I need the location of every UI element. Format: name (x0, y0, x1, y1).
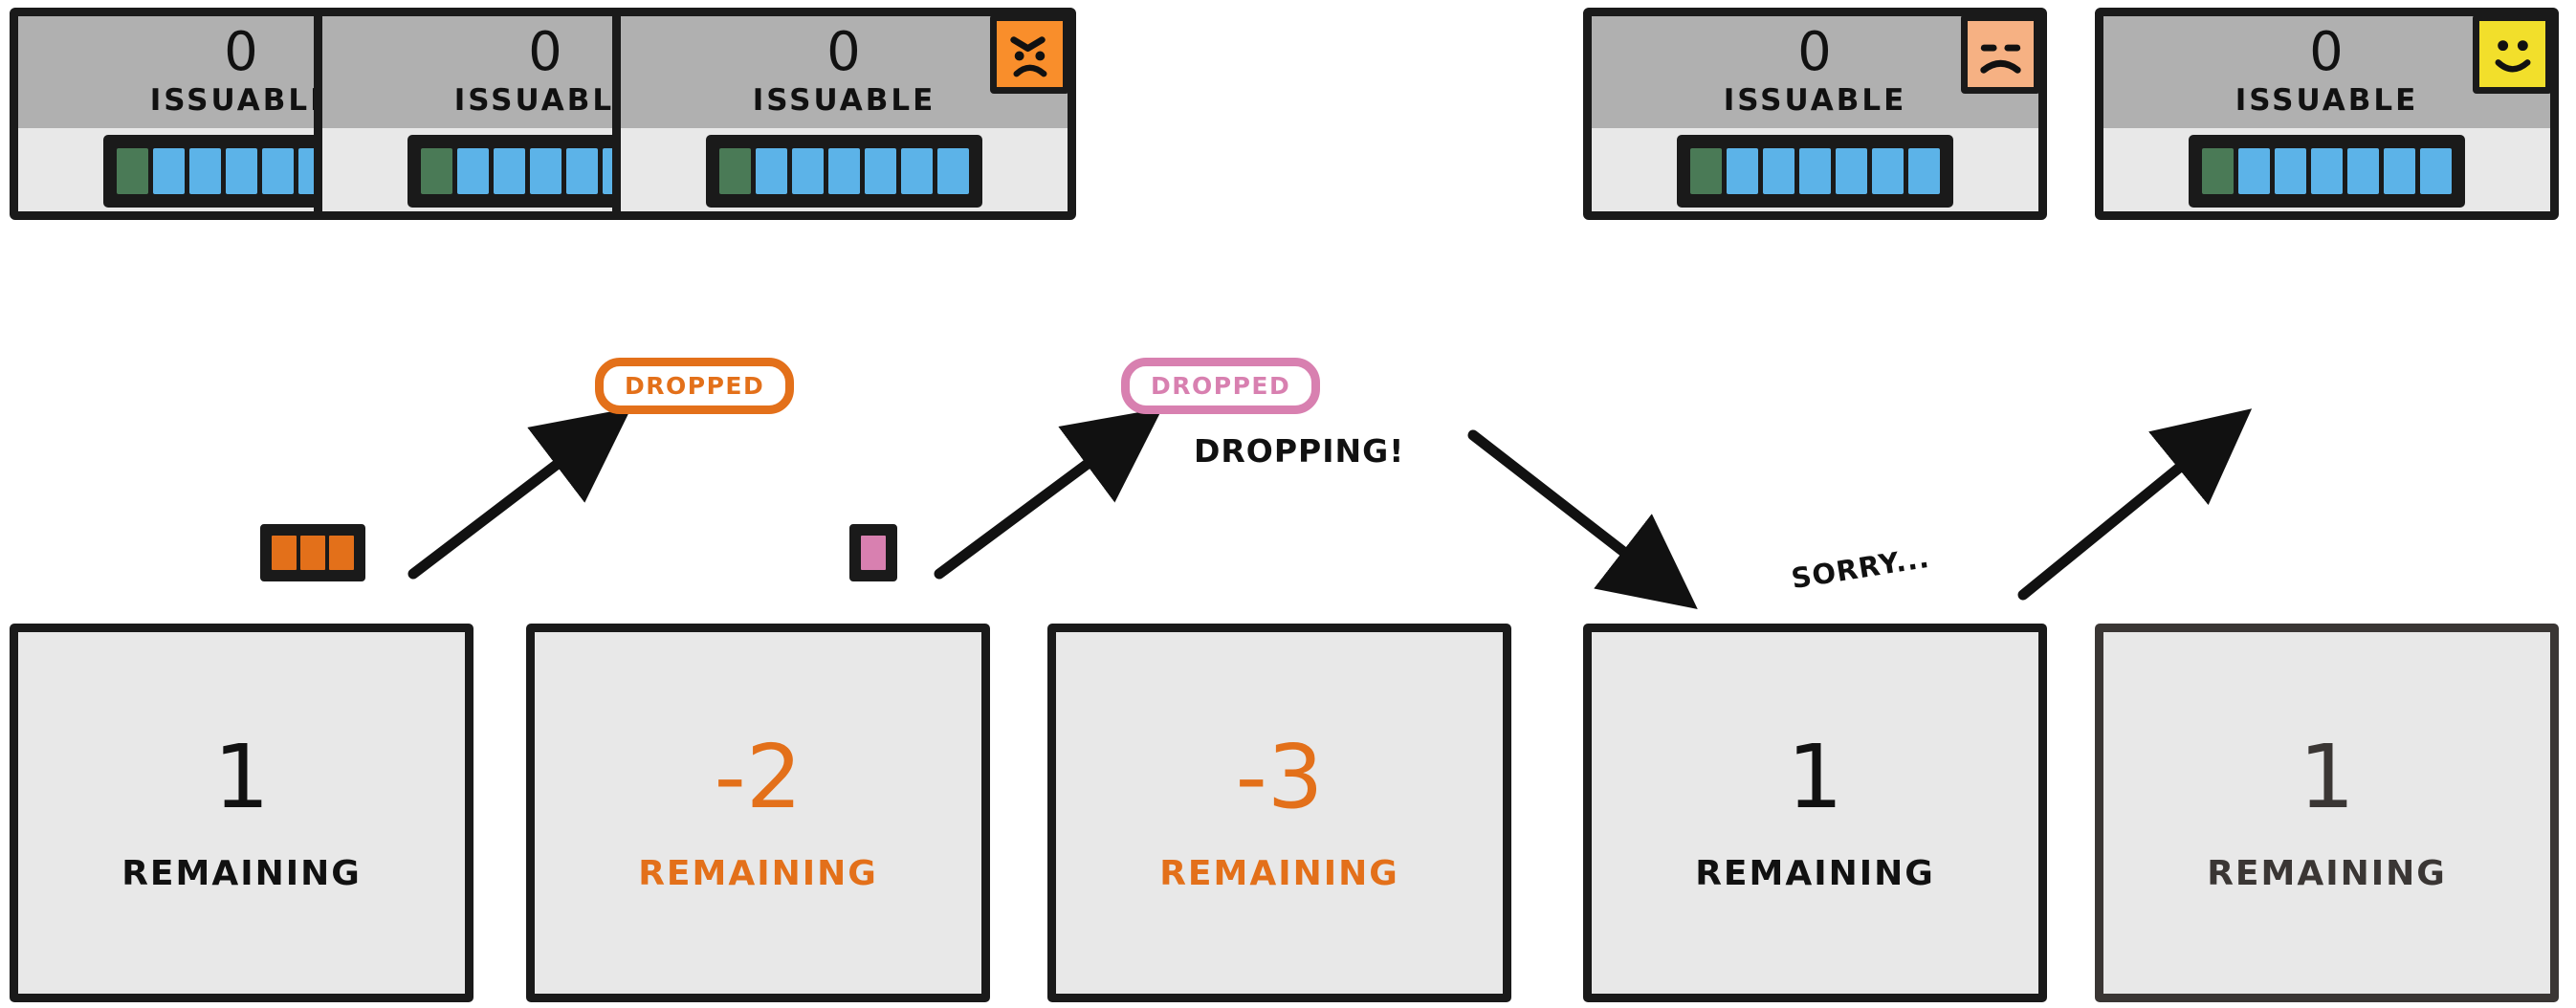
slot-filled (117, 148, 148, 194)
remaining-value: -2 (714, 725, 803, 828)
issuable-label: ISSUABLE (2235, 83, 2419, 118)
slot-open (792, 148, 824, 194)
card-header: 0 ISSUABLE (1592, 16, 2038, 128)
slot-open (828, 148, 860, 194)
remaining-card-2[interactable]: -2 REMAINING (526, 624, 990, 1002)
slot-open (2420, 148, 2452, 194)
remaining-label: REMAINING (2207, 853, 2447, 893)
issuable-count: 0 (1797, 21, 1833, 83)
slot-filled (421, 148, 452, 194)
issuable-label: ISSUABLE (1723, 83, 1907, 118)
remaining-label: REMAINING (638, 853, 878, 893)
slot-open (865, 148, 896, 194)
slot-open (1763, 148, 1794, 194)
remaining-value: 1 (2299, 725, 2355, 828)
slot-open (189, 148, 221, 194)
remaining-value: -3 (1235, 725, 1324, 828)
slot-bar[interactable] (1677, 135, 1953, 208)
slot-open (530, 148, 561, 194)
slot-open (226, 148, 257, 194)
issuable-card-3[interactable]: 0 ISSUABLE (612, 8, 1076, 220)
remaining-card-5[interactable]: 1 REMAINING (2095, 624, 2559, 1002)
remaining-card-4[interactable]: 1 REMAINING (1583, 624, 2047, 1002)
slot-open (153, 148, 185, 194)
slot-filled (1690, 148, 1722, 194)
annotation-sorry: SORRY... (1789, 540, 1932, 596)
chip-cell (861, 536, 886, 570)
slot-bar[interactable] (706, 135, 982, 208)
happy-face-icon (2473, 16, 2550, 94)
remaining-value: 1 (1787, 725, 1843, 828)
arrow-sorry-to-card5 (2017, 408, 2253, 601)
slot-open (262, 148, 294, 194)
issuable-count: 0 (224, 21, 259, 83)
slot-open (1836, 148, 1867, 194)
issuable-label: ISSUABLE (149, 83, 334, 118)
angry-face-icon (990, 16, 1068, 94)
issuable-count: 0 (826, 21, 862, 83)
slot-open (494, 148, 525, 194)
slot-open (457, 148, 489, 194)
issuable-count: 0 (2309, 21, 2345, 83)
slot-bar-wrap (621, 135, 1068, 208)
sad-face-icon (1961, 16, 2038, 94)
slot-open (2384, 148, 2415, 194)
remaining-card-3[interactable]: -3 REMAINING (1047, 624, 1511, 1002)
remaining-label: REMAINING (1695, 853, 1935, 893)
issuable-card-4[interactable]: 0 ISSUABLE (1583, 8, 2047, 220)
slot-bar[interactable] (2189, 135, 2465, 208)
slot-open (2275, 148, 2306, 194)
issuable-label: ISSUABLE (752, 83, 936, 118)
card-header: 0 ISSUABLE (2103, 16, 2550, 128)
slot-filled (2202, 148, 2234, 194)
slot-open (1799, 148, 1831, 194)
slot-open (2238, 148, 2270, 194)
arrow-chip-orange-to-card2 (407, 407, 632, 580)
dropped-badge-pink: DROPPED (1121, 358, 1321, 414)
slot-open (1908, 148, 1940, 194)
slot-filled (719, 148, 751, 194)
remaining-card-1[interactable]: 1 REMAINING (10, 624, 473, 1002)
chip-cell (272, 536, 297, 570)
arrow-chip-pink-to-card3 (934, 407, 1163, 580)
slot-open (901, 148, 933, 194)
remaining-label: REMAINING (121, 853, 362, 893)
chip-cell (300, 536, 325, 570)
slot-bar-wrap (2103, 135, 2550, 208)
arrow-dropping-to-card4 (1467, 429, 1698, 609)
issuable-label: ISSUABLE (453, 83, 638, 118)
slot-open (2311, 148, 2343, 194)
slot-open (937, 148, 969, 194)
remaining-value: 1 (213, 725, 270, 828)
issuable-count: 0 (528, 21, 563, 83)
slot-open (2347, 148, 2379, 194)
slot-open (566, 148, 598, 194)
card-header: 0 ISSUABLE (621, 16, 1068, 128)
slot-bar-wrap (1592, 135, 2038, 208)
chip-cell (329, 536, 354, 570)
slot-open (1872, 148, 1904, 194)
slot-open (756, 148, 787, 194)
slot-open (1727, 148, 1758, 194)
remaining-label: REMAINING (1159, 853, 1399, 893)
chip-orange[interactable] (260, 524, 365, 581)
issuable-card-5[interactable]: 0 ISSUABLE (2095, 8, 2559, 220)
chip-pink[interactable] (849, 524, 897, 581)
dropped-badge-orange: DROPPED (595, 358, 795, 414)
annotation-dropping: DROPPING! (1194, 432, 1405, 470)
